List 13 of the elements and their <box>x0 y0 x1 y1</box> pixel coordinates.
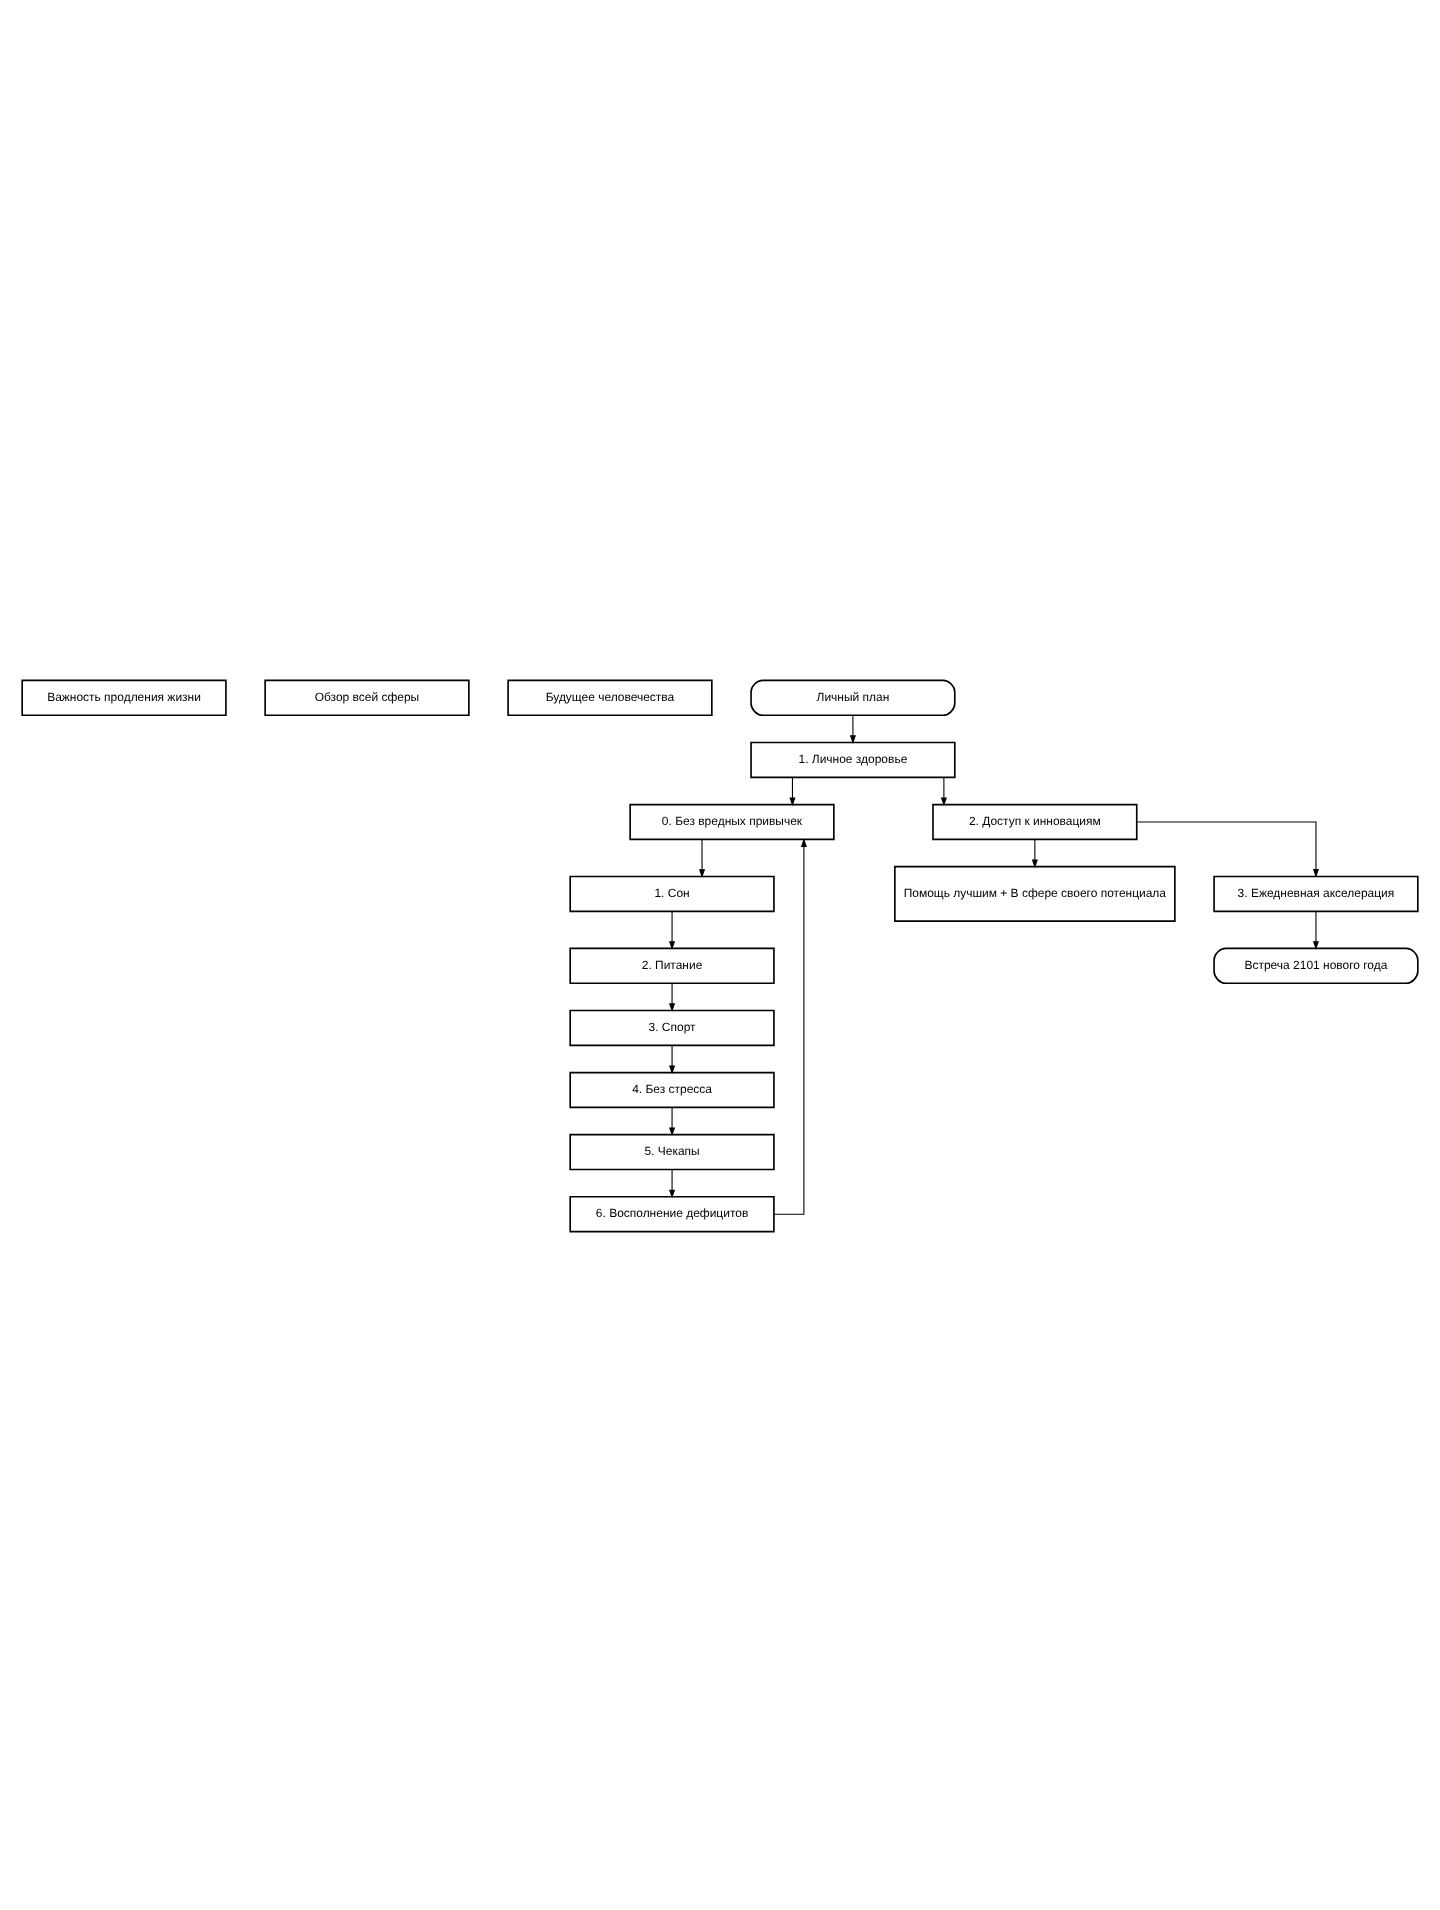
arrow <box>1031 838 1038 868</box>
arrow <box>940 775 947 806</box>
arrow <box>698 838 706 877</box>
arrow <box>669 1106 676 1136</box>
arrow <box>669 981 676 1012</box>
arrow <box>669 1168 676 1198</box>
arrow <box>669 1044 676 1074</box>
arrow <box>1136 820 1319 877</box>
arrow <box>1312 910 1319 949</box>
arrow <box>789 775 796 806</box>
arrow <box>849 713 856 744</box>
arrow <box>773 837 807 1214</box>
arrow <box>669 910 676 949</box>
